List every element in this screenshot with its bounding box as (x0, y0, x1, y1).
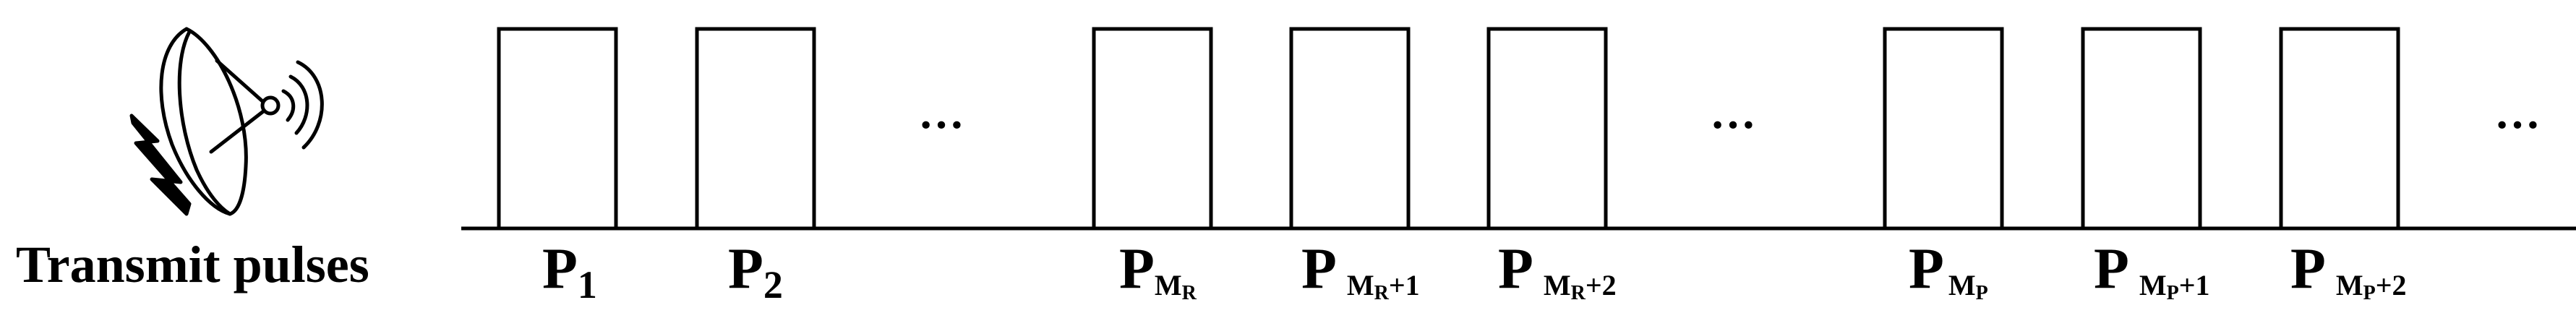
pulse-label: P1 (542, 237, 597, 306)
diagram-title: Transmit pulses (16, 236, 369, 293)
ellipsis-marker: ··· (918, 99, 964, 150)
pulse-shapes (497, 27, 2400, 228)
ellipsis-group: ··· ··· ··· (918, 99, 2541, 150)
pulse-rect (1092, 27, 1213, 228)
pulse-rect (2081, 27, 2202, 228)
pulse-rect (1883, 27, 2004, 228)
pulse-label: P2 (728, 237, 783, 306)
pulse-label: PMR (1119, 237, 1197, 304)
satellite-dish-icon (129, 27, 324, 216)
ellipsis-marker: ··· (2494, 99, 2541, 150)
pulse-rect (695, 27, 816, 228)
pulse-rect (1486, 27, 1608, 228)
pulse-rect (1289, 27, 1411, 228)
ellipsis-marker: ··· (1710, 99, 1756, 150)
pulse-rect (2279, 27, 2400, 228)
pulse-rect (497, 27, 618, 228)
